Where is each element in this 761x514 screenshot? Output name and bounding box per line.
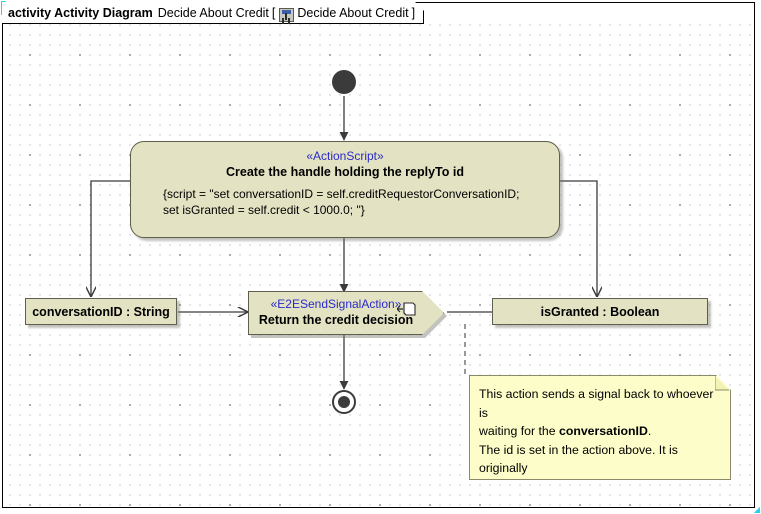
frame-label-bracket-close: ] — [411, 5, 416, 20]
note-line-2-suffix: . — [647, 424, 652, 438]
frame-label-bracket-open: [ — [271, 5, 276, 20]
activity-final-node[interactable] — [332, 390, 356, 414]
note-line-3-text: The id is set in the action above. It is… — [479, 442, 678, 475]
activity-diagram-icon — [279, 8, 294, 22]
note-line-2-prefix: waiting for the — [479, 424, 559, 438]
pin-is-granted[interactable]: isGranted : Boolean — [492, 298, 708, 325]
note-line-1-text: This action sends a signal back to whoev… — [479, 387, 714, 420]
pin-is-granted-label: isGranted : Boolean — [540, 304, 660, 319]
note-line-2: waiting for the conversationID. — [479, 422, 722, 441]
pin-conversation-id[interactable]: conversationID : String — [25, 298, 177, 325]
action-body-line-1: {script = "set conversationID = self.cre… — [163, 187, 520, 201]
send-signal-action-node[interactable]: «E2ESendSignalAction» Return the credit … — [248, 291, 444, 335]
frame-label-keyword: activity Activity Diagram — [8, 5, 153, 20]
note-line-1: This action sends a signal back to whoev… — [479, 385, 722, 422]
send-signal-icon — [397, 301, 417, 318]
send-signal-title: Return the credit decision — [258, 313, 414, 327]
note-comment[interactable]: This action sends a signal back to whoev… — [469, 375, 731, 480]
action-title: Create the handle holding the replyTo id — [226, 165, 464, 179]
frame-label[interactable]: activity Activity Diagram Decide About C… — [2, 2, 424, 24]
action-node-create-handle[interactable]: «ActionScript» Create the handle holding… — [130, 141, 560, 238]
frame-label-name: Decide About Credit — [157, 5, 269, 20]
note-bold-conversation-id: conversationID — [558, 424, 648, 438]
note-line-3: The id is set in the action above. It is… — [479, 441, 722, 478]
note-fold-corner — [715, 376, 730, 391]
pin-conversation-id-label: conversationID : String — [32, 304, 170, 319]
edge-layer — [3, 96, 754, 390]
frame-label-inner-name: Decide About Credit — [297, 5, 409, 20]
action-body-line-2: set isGranted = self.credit < 1000.0; "} — [163, 203, 365, 217]
edge-action-to-pin-conversation — [91, 180, 130, 296]
diagram-canvas[interactable]: «ActionScript» Create the handle holding… — [3, 24, 754, 507]
initial-node[interactable] — [332, 70, 356, 94]
activity-final-inner-dot — [338, 396, 350, 408]
send-signal-stereotype: «E2ESendSignalAction» — [270, 297, 402, 311]
action-stereotype: «ActionScript» — [306, 149, 384, 163]
edge-action-to-pin-isgranted — [560, 180, 597, 296]
